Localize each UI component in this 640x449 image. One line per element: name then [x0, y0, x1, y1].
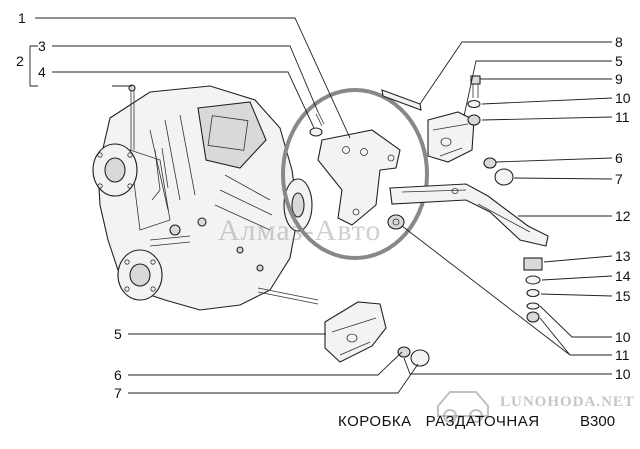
callout-14: 14: [615, 268, 631, 284]
callout-6-left: 6: [114, 367, 122, 383]
callout-11-b: 11: [615, 347, 630, 363]
diagram-code: B300: [580, 413, 616, 430]
callout-4: 4: [38, 64, 46, 80]
callout-3: 3: [38, 38, 46, 54]
leader-lines: [29, 17, 613, 394]
callout-10-a: 10: [615, 90, 631, 106]
callout-7-right: 7: [615, 171, 623, 187]
watermark-center: Алмаз-Авто: [218, 214, 382, 247]
callout-15: 15: [615, 288, 631, 304]
highlight-circle: [281, 88, 429, 260]
callout-10-b: 10: [615, 329, 631, 345]
callout-12: 12: [615, 208, 631, 224]
watermark-logo-icon: [437, 391, 489, 423]
callout-6-right: 6: [615, 150, 623, 166]
callout-10-c: 10: [615, 366, 631, 382]
lower-mount: [324, 301, 430, 367]
circled-bracket-group: [281, 88, 429, 260]
right-parts: [381, 75, 549, 323]
callout-7-left: 7: [114, 385, 122, 401]
callout-9: 9: [615, 71, 623, 87]
mounting-bracket: [317, 129, 401, 226]
callout-13: 13: [615, 248, 631, 264]
callout-2: 2: [16, 53, 24, 69]
callout-5-right: 5: [615, 53, 623, 69]
watermark-corner: LUNOHODA.NET: [500, 394, 635, 410]
callout-5-left: 5: [114, 326, 122, 342]
callout-1: 1: [18, 10, 26, 26]
transfer-case-body: [92, 84, 319, 311]
diagram-caption: КОРОБКА РАЗДАТОЧНАЯ: [338, 413, 540, 430]
callout-8: 8: [615, 34, 623, 50]
callout-11-a: 11: [615, 109, 630, 125]
